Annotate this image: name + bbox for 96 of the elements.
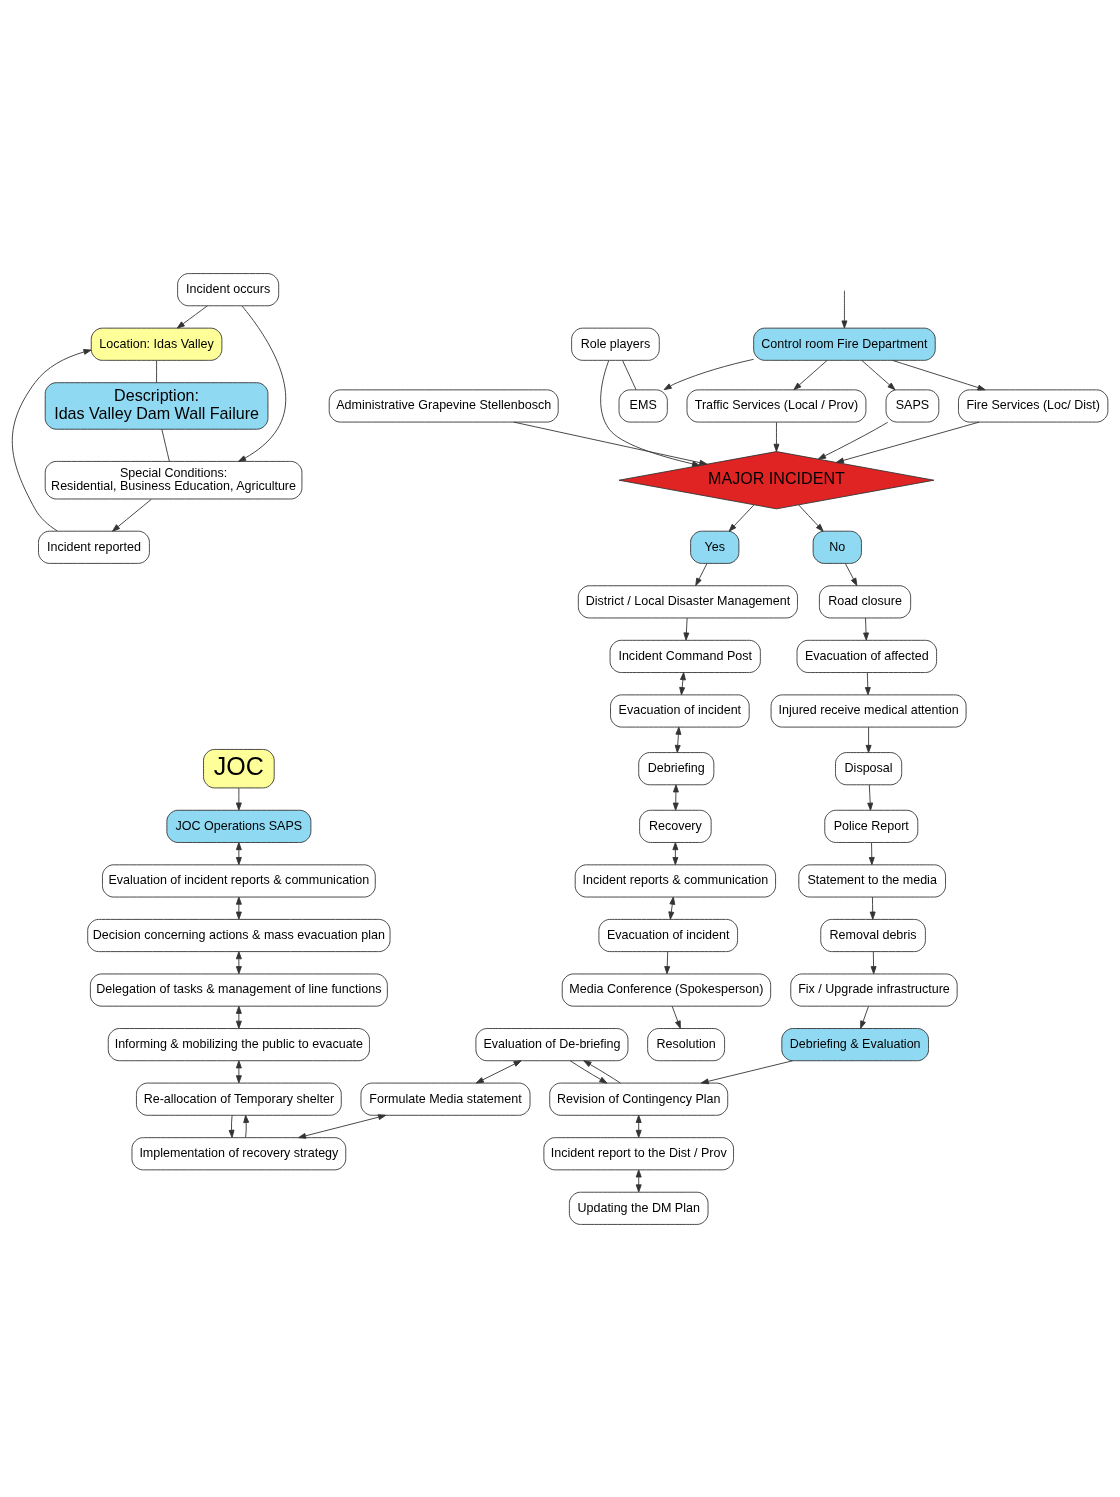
arrow <box>844 562 858 586</box>
node-box: Traffic Services (Local / Prov) <box>686 388 867 422</box>
node-box: No <box>812 530 862 564</box>
arrow <box>835 421 980 463</box>
arrow <box>475 1059 522 1083</box>
arrow <box>695 562 708 586</box>
arrow <box>235 1005 242 1029</box>
arrow <box>679 671 686 695</box>
arrow <box>863 617 869 641</box>
arrow <box>868 841 875 865</box>
arrow <box>112 498 152 532</box>
arrow <box>235 1059 242 1083</box>
node-box: Implementation of recovery strategy <box>131 1136 347 1170</box>
node-box: Special Conditions: Residential, Business Education, Agriculture <box>44 460 303 499</box>
arrow <box>235 896 242 920</box>
node-box: EMS <box>618 388 668 422</box>
node-box: Resolution <box>647 1027 726 1061</box>
arrow <box>176 304 208 329</box>
arrow <box>671 1005 681 1029</box>
arrow <box>600 359 701 467</box>
node-box: Police Report <box>824 809 919 843</box>
node-box: Evacuation of affected <box>796 639 937 673</box>
arrow <box>700 1059 793 1084</box>
node-box: Re-allocation of Temporary shelter <box>136 1082 342 1116</box>
node-box: Formulate Media statement <box>360 1082 531 1116</box>
arrow <box>892 359 986 390</box>
arrow <box>773 421 780 452</box>
connector <box>161 428 170 462</box>
node-box: Incident Command Post <box>609 639 761 673</box>
node-box: Administrative Grapevine Stellenbosch <box>328 388 559 422</box>
connector <box>156 359 158 383</box>
arrow <box>664 950 671 974</box>
arrow <box>298 1113 387 1139</box>
node-box: Incident reported <box>38 530 150 564</box>
arrow <box>798 504 824 532</box>
arrow <box>672 783 679 811</box>
node-box: Debriefing <box>638 751 715 785</box>
node-box: Removal debris <box>820 918 926 952</box>
arrow <box>668 896 676 920</box>
arrow <box>235 787 242 811</box>
arrow <box>841 289 848 328</box>
arrow <box>870 950 877 974</box>
node-box: JOC Operations SAPS <box>166 809 312 843</box>
node-box: Incident occurs <box>177 272 280 306</box>
node-box: JOC <box>203 748 275 788</box>
node-box: Statement to the media <box>798 863 946 897</box>
arrow <box>867 783 874 811</box>
arrow <box>864 671 871 695</box>
arrow <box>228 1114 235 1138</box>
arrow <box>235 841 242 865</box>
arrow <box>728 504 755 532</box>
node-box: SAPS <box>885 388 940 422</box>
node-box: Recovery <box>639 809 712 843</box>
node-box: Fire Services (Loc/ Dist) <box>958 388 1109 422</box>
arrow <box>583 1059 621 1083</box>
node-box: Injured receive medical attention <box>770 693 967 728</box>
node-box: District / Local Disaster Management <box>577 584 798 618</box>
arrow <box>793 359 828 390</box>
arrow <box>672 841 679 865</box>
node-box: Revision of Contingency Plan <box>549 1082 729 1116</box>
node-box: Informing & mobilizing the public to evacuate <box>107 1027 370 1061</box>
arrow <box>865 726 872 753</box>
arrow <box>243 1114 250 1138</box>
arrow <box>635 1114 642 1138</box>
node-box: Fix / Upgrade infrastructure <box>790 973 958 1007</box>
node-box: Evacuation of incident <box>610 693 750 728</box>
node-box: Incident reports & communication <box>574 863 776 897</box>
node-box: Description: Idas Valley Dam Wall Failure <box>44 381 269 430</box>
node-box: Decision concerning actions & mass evacuation plan <box>87 918 391 952</box>
node-box: Updating the DM Plan <box>568 1191 709 1225</box>
arrow <box>683 617 690 641</box>
arrow <box>11 348 92 531</box>
arrow <box>869 896 876 920</box>
node-box: Control room Fire Department <box>753 327 936 361</box>
arrow <box>238 305 287 462</box>
connector <box>622 359 637 390</box>
node-box: Location: Idas Valley <box>90 327 223 361</box>
arrow <box>860 1005 869 1029</box>
arrow <box>235 950 242 974</box>
node-box: Evacuation of incident <box>598 918 738 952</box>
node-box: Media Conference (Spokesperson) <box>561 973 772 1007</box>
node-box: Debriefing & Evaluation <box>781 1027 929 1061</box>
node-box: Yes <box>690 530 740 564</box>
node-box: Disposal <box>835 751 903 785</box>
arrow <box>663 358 755 390</box>
arrow <box>861 359 896 390</box>
node-box: Evaluation of incident reports & communication <box>102 863 376 897</box>
arrow <box>569 1059 608 1083</box>
arrow <box>513 421 708 466</box>
node-box: Road closure <box>818 584 912 618</box>
node-box: Evaluation of De-briefing <box>475 1027 629 1061</box>
node-box: Role players <box>571 327 660 361</box>
arrow <box>817 421 889 460</box>
arrow <box>674 726 682 753</box>
node-box: Delegation of tasks & management of line functions <box>89 973 388 1007</box>
node-box: Incident report to the Dist / Prov <box>543 1136 734 1170</box>
